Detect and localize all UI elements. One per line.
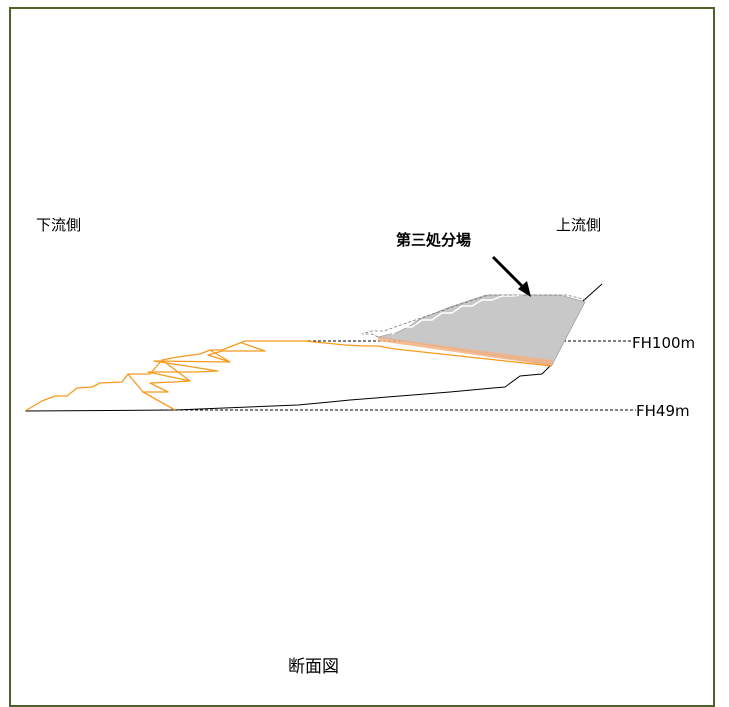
site-pointer-arrow bbox=[491, 255, 528, 292]
third-disposal-site-label: 第三処分場 bbox=[396, 231, 472, 249]
downstream-label: 下流側 bbox=[36, 216, 82, 234]
site-pointer-arrowhead bbox=[518, 281, 531, 297]
site-stepped-surface bbox=[391, 294, 523, 335]
diagram-caption: 断面図 bbox=[288, 657, 339, 677]
downstream-embankment bbox=[24, 340, 553, 412]
upstream-label: 上流側 bbox=[556, 216, 602, 234]
site-dashed-outline bbox=[361, 294, 589, 338]
site-bottom-liner bbox=[378, 337, 552, 366]
fh49-label: FH49m bbox=[636, 402, 690, 420]
fh100-label: FH100m bbox=[632, 334, 696, 352]
cross-section-diagram bbox=[24, 255, 636, 412]
third-disposal-site-fill bbox=[377, 294, 586, 366]
